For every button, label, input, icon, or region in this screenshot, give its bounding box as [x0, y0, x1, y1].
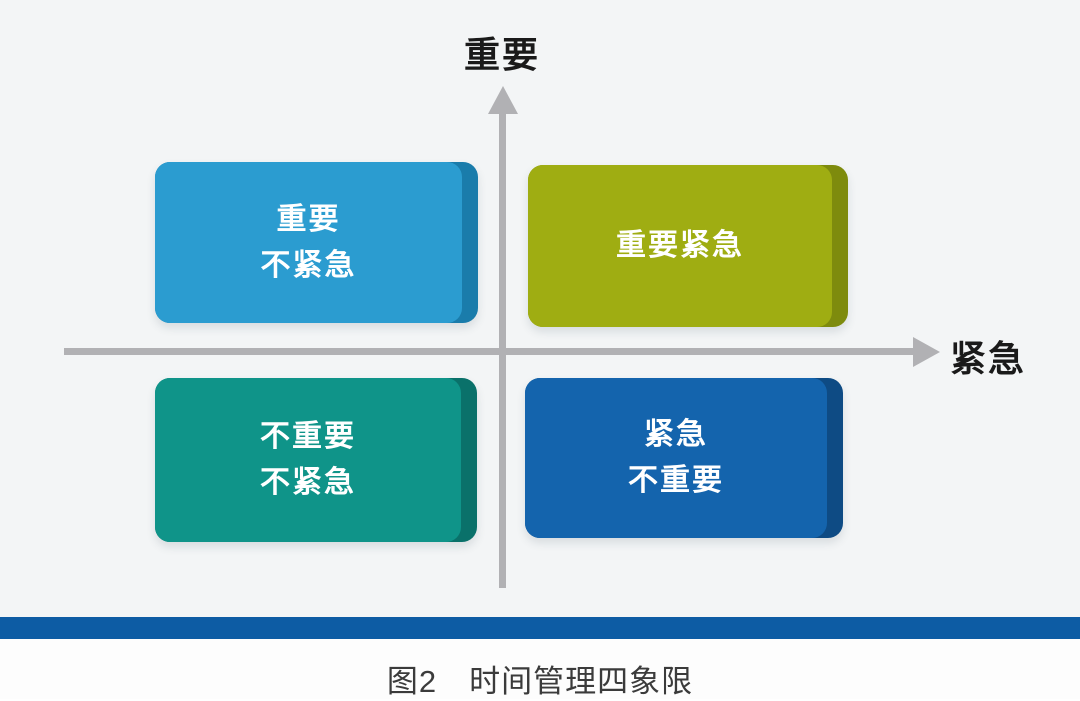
- right-arrow-icon: [913, 337, 940, 367]
- horizontal-axis-line: [64, 348, 916, 355]
- quadrant-label-line: 不重要: [628, 464, 724, 497]
- quadrant-face: 不重要 不紧急: [155, 378, 461, 542]
- quadrant-face: 紧急 不重要: [525, 378, 827, 538]
- caption-area: [0, 639, 1080, 699]
- quadrant-important-urgent: 重要紧急: [528, 165, 848, 327]
- quadrant-label-line: 重要: [276, 202, 341, 236]
- quadrant-label-line: 不紧急: [260, 466, 356, 499]
- quadrant-label-line: 重要紧急: [616, 229, 744, 262]
- quadrant-label-line: 不紧急: [260, 248, 357, 282]
- quadrant-diagram: 重要 紧急 重要 不紧急 重要紧急 不重要 不紧急 紧急 不重要: [0, 0, 1080, 617]
- quadrant-face: 重要紧急: [528, 165, 832, 327]
- up-arrow-icon: [488, 86, 518, 114]
- quadrant-not-important-not-urgent: 不重要 不紧急: [155, 378, 477, 542]
- figure-caption: 图2 时间管理四象限: [386, 664, 694, 699]
- vertical-axis-label: 重要: [463, 34, 540, 75]
- bottom-divider-bar: [0, 617, 1080, 639]
- quadrant-label-line: 不重要: [260, 420, 356, 453]
- quadrant-label-line: 紧急: [644, 418, 708, 451]
- quadrant-face: 重要 不紧急: [155, 162, 462, 323]
- horizontal-axis-label: 紧急: [950, 338, 1027, 379]
- quadrant-urgent-not-important: 紧急 不重要: [525, 378, 843, 538]
- quadrant-important-not-urgent: 重要 不紧急: [155, 162, 478, 323]
